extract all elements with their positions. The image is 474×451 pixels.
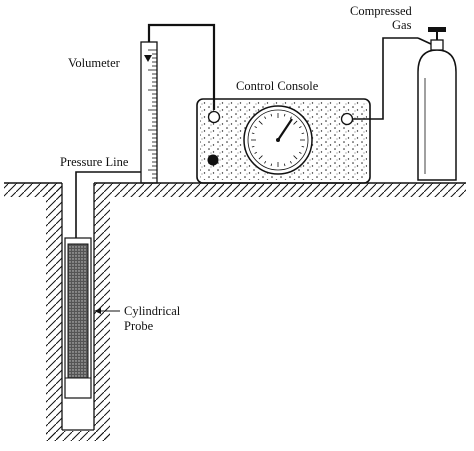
- gauge-tick: [301, 145, 305, 148]
- ground: [4, 182, 466, 197]
- control-console: [196, 98, 371, 184]
- label-pressure-line: Pressure Line: [60, 155, 129, 169]
- pressure-gauge: [243, 105, 313, 175]
- pressure-line: [75, 171, 141, 238]
- gauge-tick: [299, 151, 302, 154]
- gas-cylinder: [417, 27, 457, 181]
- gauge-tick: [270, 113, 273, 117]
- gauge-tick: [301, 132, 305, 135]
- label-control-console: Control Console: [236, 79, 319, 93]
- gauge-tick: [293, 155, 298, 160]
- label-cylindrical: Cylindrical: [124, 304, 181, 318]
- volumeter-console-tube: [147, 23, 216, 110]
- borehole-wall-right: [94, 197, 110, 441]
- gauge-tick: [283, 163, 286, 167]
- gauge-scale: [251, 113, 305, 167]
- volumeter-scale: [148, 49, 157, 179]
- cylinder-handwheel: [428, 27, 446, 32]
- label-gas: Gas: [392, 18, 412, 32]
- console-gas-port: [340, 112, 354, 126]
- borehole: [46, 183, 110, 441]
- console-control-knob: [207, 154, 219, 166]
- gauge-tick: [251, 145, 255, 148]
- gauge-tick: [254, 126, 257, 129]
- gauge-tick: [264, 161, 267, 164]
- gauge-tick: [299, 126, 302, 129]
- label-volumeter: Volumeter: [68, 56, 121, 70]
- cylinder-valve: [430, 39, 444, 51]
- gauge-tick: [270, 163, 273, 167]
- probe-leader: [94, 308, 120, 314]
- gauge-tick: [264, 116, 267, 119]
- volumeter: [140, 41, 158, 184]
- gauge-tick: [258, 155, 263, 160]
- cylindrical-probe: [64, 237, 92, 399]
- ground-hatch-right: [94, 183, 466, 197]
- gauge-tick: [293, 120, 298, 125]
- gauge-tick: [289, 116, 292, 119]
- gauge-tick: [254, 151, 257, 154]
- label-compressed: Compressed: [350, 4, 413, 18]
- borehole-wall-left: [46, 183, 62, 441]
- gas-line: [352, 37, 418, 120]
- gauge-needle: [277, 118, 293, 141]
- console-inlet-port: [207, 110, 221, 124]
- gauge-tick: [258, 120, 263, 125]
- gauge-tick: [289, 161, 292, 164]
- gauge-tick: [283, 113, 286, 117]
- probe-membrane: [67, 243, 89, 379]
- label-probe: Probe: [124, 319, 154, 333]
- volumeter-level-marker: [144, 55, 152, 62]
- gauge-tick: [251, 132, 255, 135]
